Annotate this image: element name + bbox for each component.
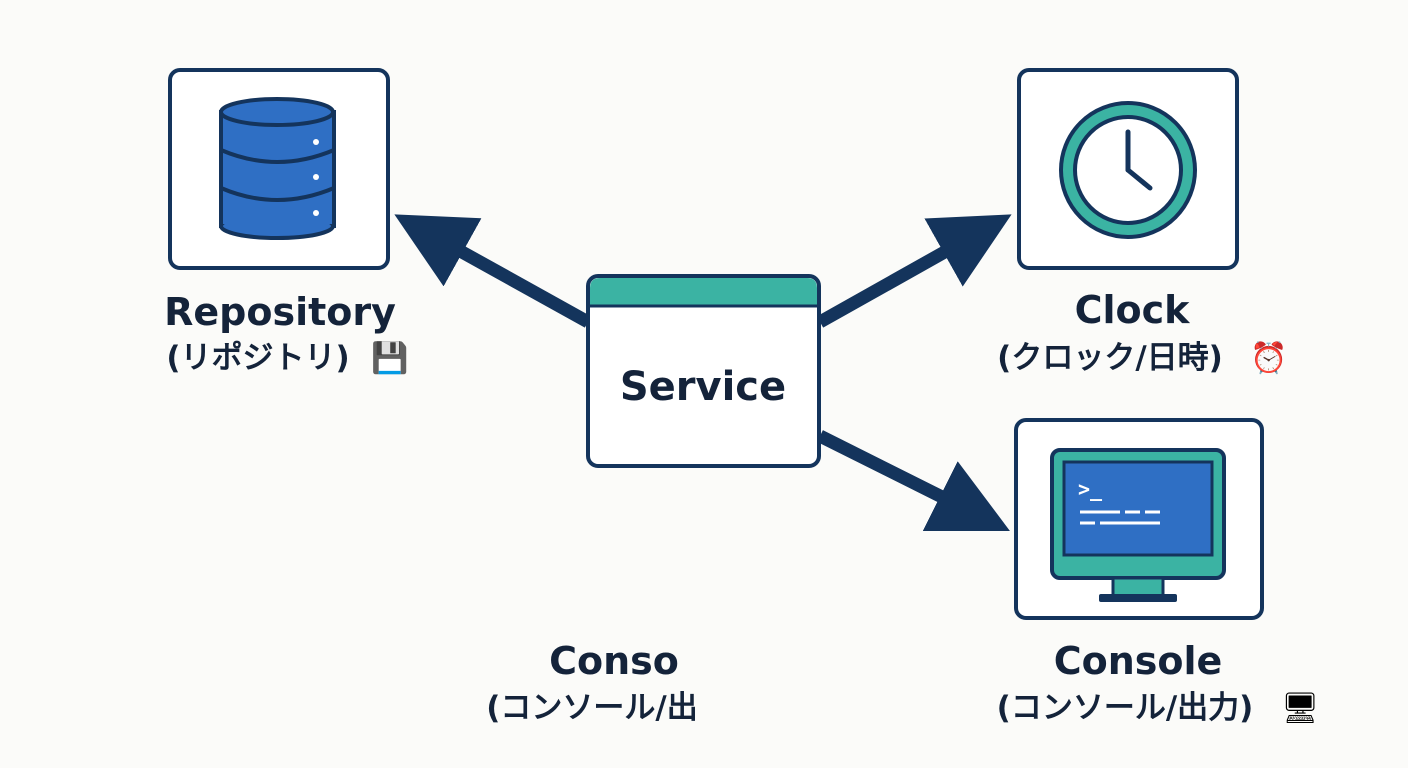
clock-icon (1059, 101, 1197, 239)
edge-service-to-console (817, 430, 1010, 531)
clock-subtitle: (クロック/日時) (997, 340, 1223, 376)
monitor-terminal-icon: >_ (1050, 448, 1226, 602)
service-node[interactable]: Service (586, 274, 821, 468)
service-label: Service (620, 364, 786, 410)
floppy-disk-icon: 💾 (371, 340, 408, 376)
terminal-prompt: >_ (1078, 477, 1103, 501)
edge-service-to-repository (394, 214, 592, 328)
console-title: Console (1054, 639, 1223, 683)
database-icon (219, 97, 336, 240)
repository-title: Repository (164, 290, 396, 334)
edge-service-to-clock (816, 214, 1012, 328)
desktop-computer-icon: 🖥 (1281, 691, 1319, 726)
alarm-clock-icon: ⏰ (1250, 339, 1287, 376)
repository-subtitle: (リポジトリ) (166, 340, 349, 376)
console-subtitle: (コンソール/出力) (997, 690, 1254, 726)
clock-title: Clock (1075, 288, 1191, 332)
ghost-console-title: Conso (549, 639, 679, 683)
repository-node[interactable] (168, 68, 390, 270)
edges (394, 214, 1012, 531)
ghost-console-subtitle: (コンソール/出 (486, 690, 698, 726)
clock-node[interactable] (1017, 68, 1239, 270)
console-node[interactable]: >_ (1014, 418, 1264, 620)
